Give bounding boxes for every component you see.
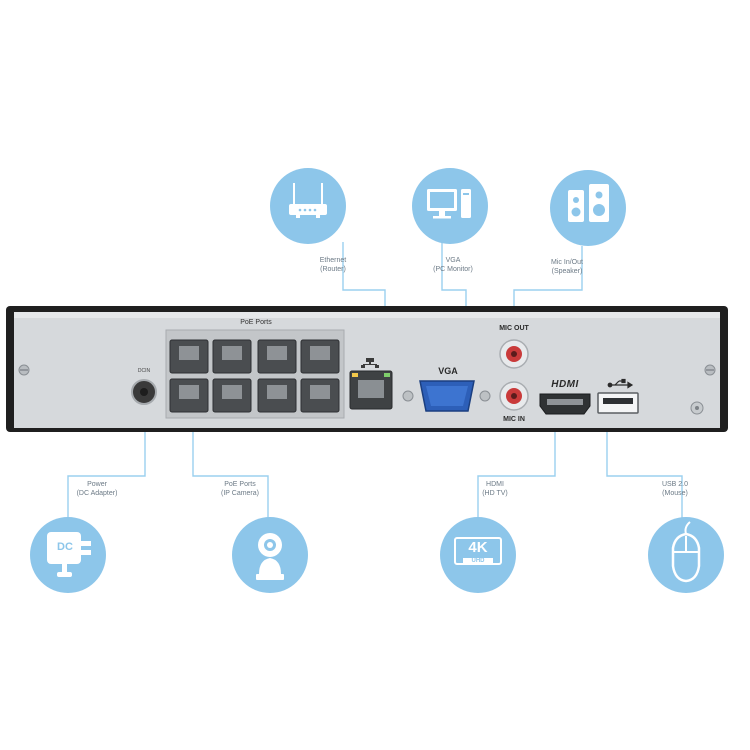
mic-in-label: MIC IN	[503, 416, 525, 423]
ethernet-label-line1: Ethernet	[319, 257, 347, 264]
hdmi-bubble	[440, 517, 516, 593]
screw-icon	[704, 364, 716, 376]
device-panel-shade	[14, 312, 720, 318]
usb-label: USB 2.0 (Mouse)	[650, 480, 700, 498]
uhd-badge: UHD	[471, 558, 485, 564]
power-port-label: DCIN	[137, 368, 151, 374]
ethernet-label-line2: (Router)	[320, 266, 346, 273]
poe-label-line2: (IP Camera)	[221, 490, 259, 497]
power-connector-line	[67, 420, 146, 520]
dc-adapter-icon	[47, 532, 91, 577]
hdmi-connector-line	[477, 420, 556, 520]
mic-in-jack	[499, 381, 529, 411]
power-label-line1: Power	[87, 481, 107, 488]
vga-label-line1: VGA	[445, 257, 461, 264]
mouse-icon	[671, 521, 701, 583]
poe-connector-line	[192, 424, 269, 520]
vga-screw-icon	[402, 390, 414, 402]
poe-label: PoE Ports (IP Camera)	[205, 480, 275, 498]
poe-label-line1: PoE Ports	[224, 481, 256, 488]
vga-screw-icon	[479, 390, 491, 402]
hdmi-label-line1: HDMI	[486, 481, 504, 488]
4k-badge: 4K	[468, 539, 488, 556]
usb-label-line1: USB 2.0	[661, 481, 689, 488]
router-icon	[289, 183, 327, 218]
power-label-line2: (DC Adapter)	[76, 490, 118, 497]
mic-bubble	[550, 170, 626, 246]
vga-port-label: VGA	[438, 366, 458, 376]
vga-label: VGA (PC Monitor)	[418, 256, 488, 274]
power-label: Power (DC Adapter)	[62, 480, 132, 498]
hdmi-logo: HDMI	[551, 379, 579, 390]
ethernet-label: Ethernet (Router)	[298, 256, 368, 274]
vga-label-line2: (PC Monitor)	[433, 266, 473, 273]
hdmi-label: HDMI (HD TV)	[470, 480, 520, 498]
network-icon	[361, 358, 379, 368]
mic-label-line1: Mic In/Out	[551, 259, 583, 266]
usb-connector-line	[606, 420, 683, 520]
mic-out-jack	[499, 339, 529, 369]
usb-label-line2: (Mouse)	[662, 490, 688, 497]
usb-icon	[607, 378, 634, 389]
mic-label: Mic In/Out (Speaker)	[532, 258, 602, 276]
4k-uhd-icon	[454, 537, 502, 565]
ground-screw-icon	[690, 401, 704, 415]
screw-icon	[18, 364, 30, 376]
poe-ports-header: PoE Ports	[240, 319, 272, 326]
mic-out-label: MIC OUT	[499, 325, 529, 332]
mic-label-line2: (Speaker)	[551, 268, 583, 275]
hdmi-label-line2: (HD TV)	[482, 490, 508, 497]
usb-bubble	[648, 517, 724, 593]
dc-badge: DC	[57, 541, 73, 553]
